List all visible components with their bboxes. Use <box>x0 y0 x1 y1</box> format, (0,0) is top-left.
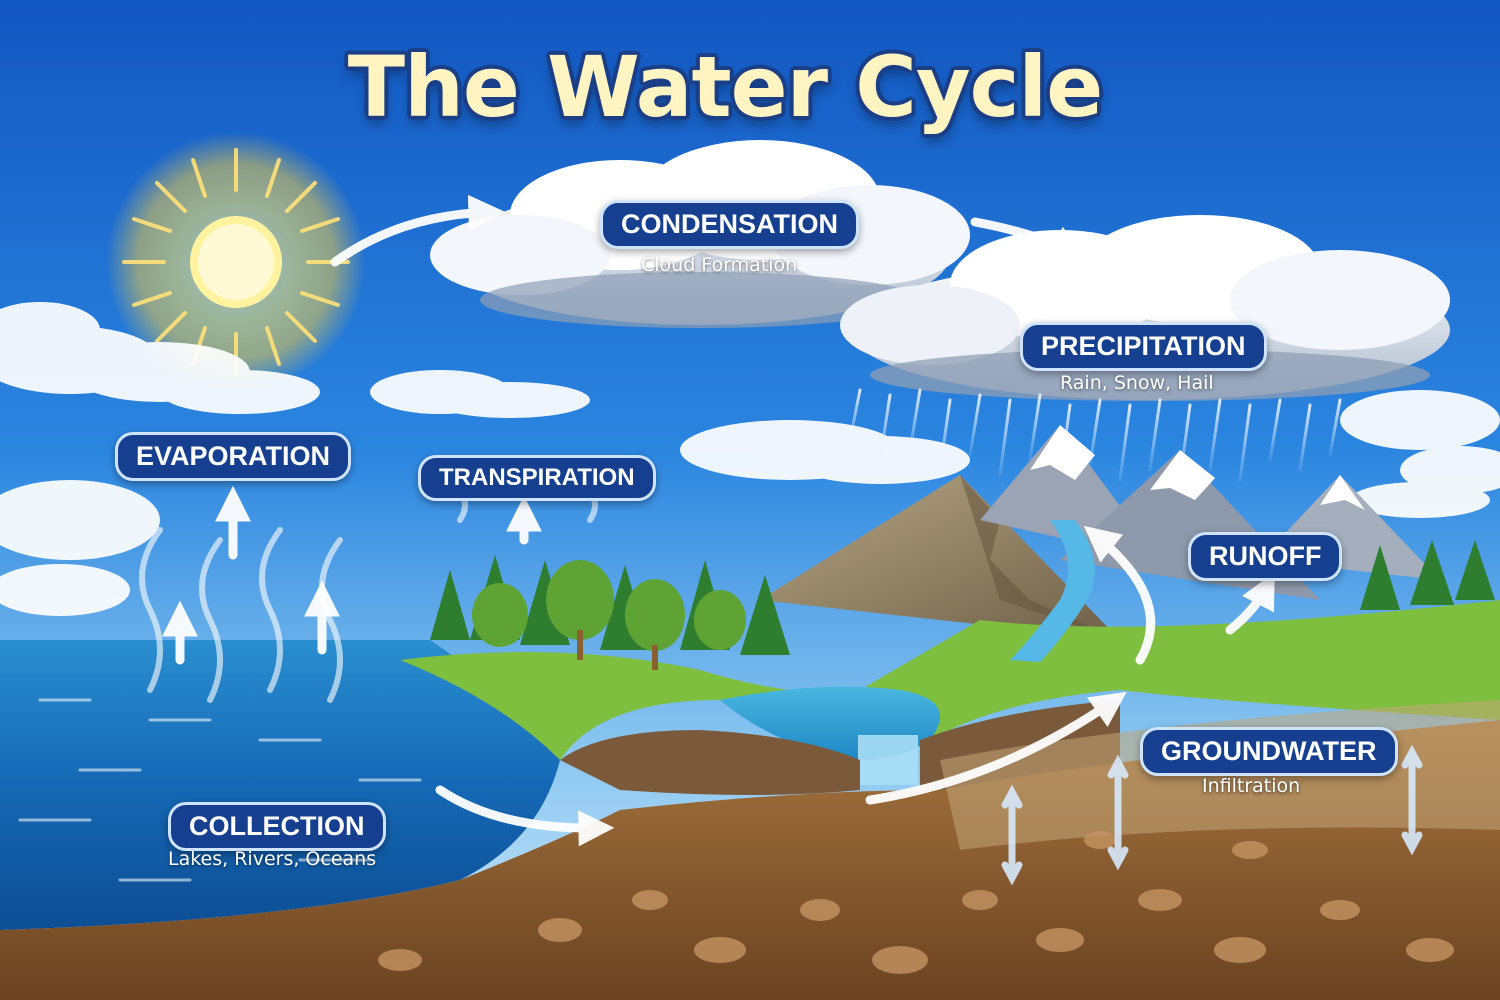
arrow-groundwater-up <box>865 691 1127 805</box>
grassland <box>400 600 1500 760</box>
transpiration-label: TRANSPIRATION <box>418 455 656 501</box>
condensation-label: CONDENSATION <box>600 200 860 249</box>
cycle-arrows <box>162 194 1275 847</box>
collection-label: COLLECTION <box>168 802 386 851</box>
cliff-left <box>560 730 860 795</box>
ocean-waves <box>18 698 422 882</box>
evaporation-steam <box>139 487 598 703</box>
precipitation-caption: Rain, Snow, Hail <box>1060 372 1214 394</box>
groundwater-caption: Infiltration <box>1202 775 1301 797</box>
precipitation-cloud <box>840 215 1450 401</box>
waterfall <box>858 735 918 785</box>
precipitation-label: PRECIPITATION <box>1020 322 1267 371</box>
arrow-runoff <box>1225 572 1275 635</box>
runoff-label: RUNOFF <box>1188 532 1343 581</box>
arrow-collection <box>435 785 615 847</box>
river <box>1010 520 1095 662</box>
arrow-condensation-to-precipitation <box>970 217 1089 260</box>
ocean <box>0 640 560 930</box>
arrow-mountain-return <box>1083 525 1156 665</box>
infiltration-arrows <box>1001 744 1423 886</box>
forest <box>430 540 1495 670</box>
groundwater-label: GROUNDWATER <box>1140 727 1398 776</box>
evaporation-label: EVAPORATION <box>115 432 352 481</box>
condensation-caption: Cloud Formation <box>641 254 798 276</box>
soil-pebbles <box>378 831 1454 974</box>
collection-caption: Lakes, Rivers, Oceans <box>168 848 377 870</box>
page-title: The Water Cycle <box>347 38 1103 136</box>
sun-icon <box>106 132 366 392</box>
arrow-sun-to-condensation <box>330 194 505 267</box>
background-clouds <box>0 302 1500 616</box>
